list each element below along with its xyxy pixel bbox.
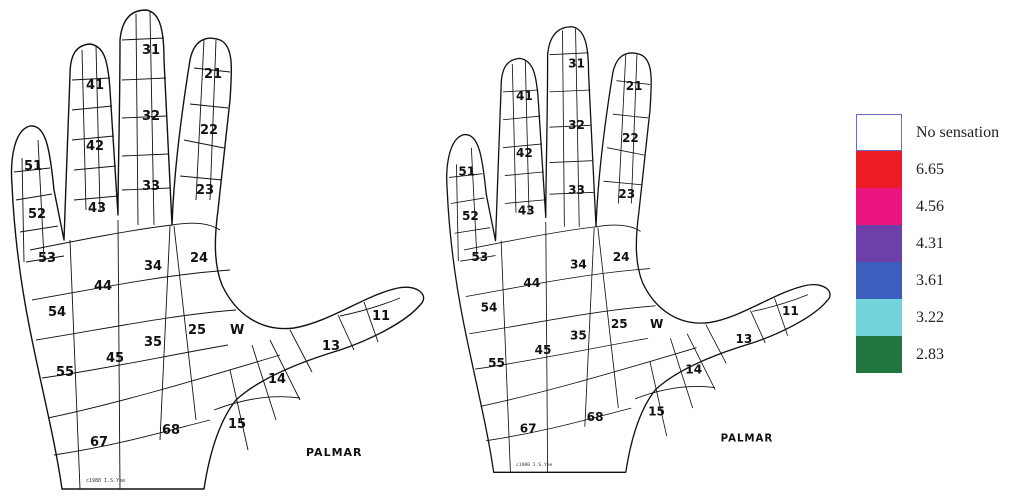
legend-label: 2.83 bbox=[916, 346, 944, 364]
zone-label: 34 bbox=[144, 259, 162, 274]
zone-label: 67 bbox=[90, 435, 108, 450]
zone-label: 44 bbox=[94, 279, 112, 294]
legend-item: 6.65 bbox=[856, 151, 999, 188]
zone-label: 32 bbox=[142, 109, 160, 124]
legend-label: No sensation bbox=[916, 124, 999, 142]
zone-label: 52 bbox=[28, 207, 46, 222]
zone-label: W bbox=[650, 317, 663, 331]
zone-label: 68 bbox=[587, 410, 604, 424]
zone-label: 32 bbox=[568, 118, 585, 132]
legend-label: 4.56 bbox=[916, 198, 944, 216]
zone-label: 11 bbox=[782, 304, 799, 318]
zone-label: 13 bbox=[322, 339, 340, 354]
zone-label: 24 bbox=[190, 251, 208, 266]
zone-label: 55 bbox=[488, 356, 505, 370]
zone-label: 41 bbox=[516, 89, 533, 103]
zone-label: 22 bbox=[622, 131, 639, 145]
legend-item: No sensation bbox=[856, 114, 999, 151]
legend-item: 4.56 bbox=[856, 188, 999, 225]
legend-label: 6.65 bbox=[916, 161, 944, 179]
zone-label: 67 bbox=[520, 421, 537, 435]
zone-label: 53 bbox=[471, 250, 488, 264]
zone-label: 54 bbox=[481, 300, 498, 314]
hand-outline bbox=[447, 27, 830, 473]
zone-label: 54 bbox=[48, 305, 66, 320]
zone-label: W bbox=[230, 323, 244, 338]
legend-swatch bbox=[856, 262, 902, 299]
zone-label: 45 bbox=[106, 351, 124, 366]
legend-item: 3.61 bbox=[856, 262, 999, 299]
zone-label: 55 bbox=[56, 365, 74, 380]
zone-label: 21 bbox=[626, 79, 643, 93]
zone-label: 35 bbox=[570, 328, 587, 342]
legend-swatch bbox=[856, 225, 902, 262]
legend-item: 3.22 bbox=[856, 299, 999, 336]
zone-label: 33 bbox=[568, 183, 585, 197]
zone-label: 42 bbox=[516, 146, 533, 160]
zone-label: 31 bbox=[568, 57, 585, 71]
legend-label: 3.22 bbox=[916, 309, 944, 327]
zone-label: 35 bbox=[144, 335, 162, 350]
credit-text: c1980 I.S.Yee bbox=[516, 462, 553, 468]
zone-label: 34 bbox=[570, 258, 587, 272]
zone-label: 68 bbox=[162, 423, 180, 438]
zone-label: 15 bbox=[228, 417, 246, 432]
zone-label: 43 bbox=[518, 204, 535, 218]
zone-label: 43 bbox=[88, 201, 106, 216]
zone-label: 13 bbox=[736, 332, 753, 346]
zone-label: 25 bbox=[188, 323, 206, 338]
hand-diagram-left: 11 13 14 15 21 22 23 24 25 31 32 33 34 3… bbox=[0, 0, 430, 500]
hand-diagram-right: 11 13 14 15 21 22 23 24 25 31 32 33 34 3… bbox=[436, 0, 836, 500]
zone-label: 33 bbox=[142, 179, 160, 194]
zone-label: 41 bbox=[86, 78, 104, 93]
zone-label: 15 bbox=[648, 405, 665, 419]
legend-swatch bbox=[856, 151, 902, 188]
zone-label: 51 bbox=[458, 165, 475, 179]
zone-label: 14 bbox=[268, 372, 286, 387]
zone-label: 21 bbox=[204, 67, 222, 82]
zone-label: 31 bbox=[142, 43, 160, 58]
zone-label: 23 bbox=[618, 187, 635, 201]
palmar-label: PALMAR bbox=[306, 446, 363, 459]
legend-item: 2.83 bbox=[856, 336, 999, 373]
legend-label: 4.31 bbox=[916, 235, 944, 253]
zone-label: 25 bbox=[611, 317, 628, 331]
zone-label: 22 bbox=[200, 123, 218, 138]
zone-label: 42 bbox=[86, 139, 104, 154]
zone-label: 24 bbox=[613, 250, 630, 264]
zone-label: 23 bbox=[196, 183, 214, 198]
credit-text: c1980 I.S.Yee bbox=[86, 478, 125, 484]
legend-swatch bbox=[856, 336, 902, 373]
zone-label: 53 bbox=[38, 251, 56, 266]
legend-label: 3.61 bbox=[916, 272, 944, 290]
palmar-label: PALMAR bbox=[721, 434, 774, 445]
sensation-legend: No sensation 6.65 4.56 4.31 3.61 3.22 2.… bbox=[856, 114, 999, 373]
legend-swatch bbox=[856, 114, 902, 151]
zone-label: 14 bbox=[685, 363, 702, 377]
legend-swatch bbox=[856, 188, 902, 225]
legend-swatch bbox=[856, 299, 902, 336]
legend-item: 4.31 bbox=[856, 225, 999, 262]
zone-label: 11 bbox=[372, 309, 390, 324]
zone-label: 51 bbox=[24, 159, 42, 174]
zone-label: 44 bbox=[523, 276, 540, 290]
zone-label: 45 bbox=[535, 343, 552, 357]
zone-label: 52 bbox=[462, 209, 479, 223]
